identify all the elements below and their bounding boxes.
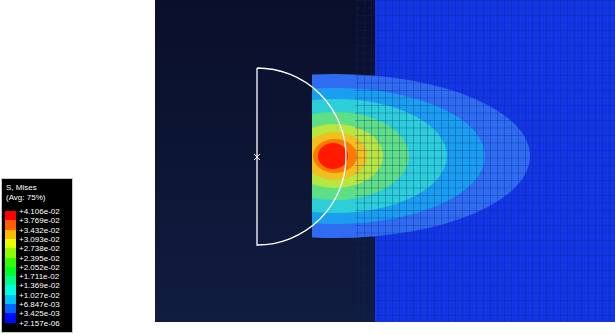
legend-value: +3.432e-02 [19,226,60,235]
viewport-ground [155,0,615,322]
legend-value: +4.106e-02 [19,207,60,216]
legend-value: +3.093e-02 [19,235,60,244]
legend-value: +2.157e-06 [19,319,60,328]
finite-element-mesh [355,0,615,322]
hole-outline [257,68,346,245]
legend-value: +3.425e-03 [19,309,60,318]
legend-value: +6.847e-03 [19,300,60,309]
legend-title: (Avg: 75%) [6,193,45,202]
legend-title: S, Mises [6,183,37,192]
legend-value: +2.052e-02 [19,263,60,272]
legend-value: +1.711e-02 [19,272,59,281]
legend-value: +2.738e-02 [19,244,60,253]
center-mark [254,154,260,160]
legend-swatch [5,313,16,323]
legend-value: +2.395e-02 [19,254,60,263]
legend-value: +3.769e-02 [19,216,60,225]
legend-value: +1.027e-02 [19,291,60,300]
legend-value: +1.369e-02 [19,281,60,290]
